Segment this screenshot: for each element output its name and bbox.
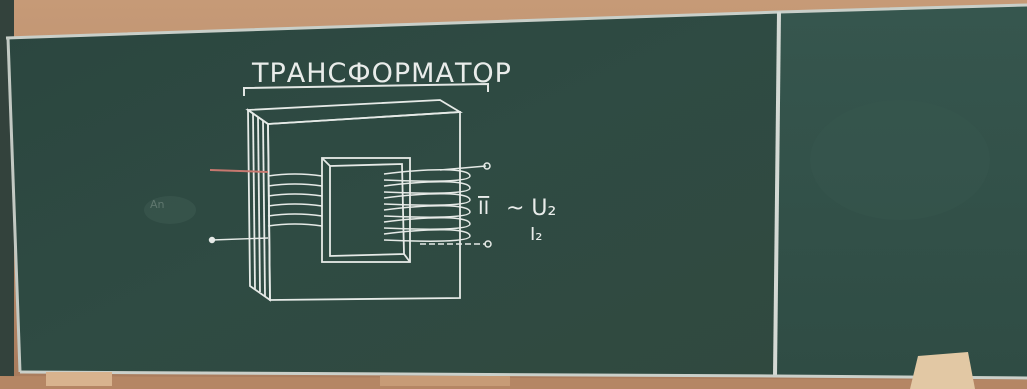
winding-label: II [478,197,489,219]
core-side [247,108,271,302]
primary-turn-1 [267,173,323,177]
primary-turn-2 [267,183,323,187]
lamination-3 [262,119,266,297]
voltage-label: ~ U₂ [506,196,556,221]
primary-turn-5 [267,213,323,217]
primary-winding [208,169,323,244]
primary-turn-3 [267,193,323,197]
core-window [321,157,411,263]
smudge-right [810,100,990,220]
primary-terminal [208,236,216,244]
secondary-turn-6 [383,229,471,242]
smudge-left [144,196,196,224]
secondary-turn-4 [383,205,471,218]
lamination-1 [252,113,256,290]
secondary-turn-3 [383,193,471,206]
tray-block-center [380,376,510,386]
secondary-turn-1 [383,169,471,182]
secondary-turn-5 [383,217,471,230]
chalk-tray [0,376,1027,389]
primary-turn-6 [267,223,323,227]
board-top-frame [5,3,1027,40]
window-bevel-2 [403,253,411,263]
faint-chalk-text: An [150,198,165,211]
secondary-lead-top [439,165,487,171]
tray-block-left [46,372,112,386]
window-bevel-1 [321,157,331,167]
board-divider [773,11,781,377]
paper-corner [910,352,975,389]
primary-lead-out [211,237,269,241]
secondary-winding [383,162,492,248]
primary-turn-4 [267,203,323,207]
lamination-2 [257,116,261,293]
title-bracket [243,82,489,96]
secondary-terminal-bottom [484,240,492,248]
secondary-terminal-top [483,162,491,170]
chalkboard-right-panel [776,6,1027,378]
board-left-frame [6,37,22,373]
transformer-drawing [245,99,463,302]
secondary-turn-2 [383,181,471,194]
chalkboard-left-panel [8,12,780,376]
primary-lead-in-red [209,169,269,173]
current-label: I₂ [530,224,543,245]
